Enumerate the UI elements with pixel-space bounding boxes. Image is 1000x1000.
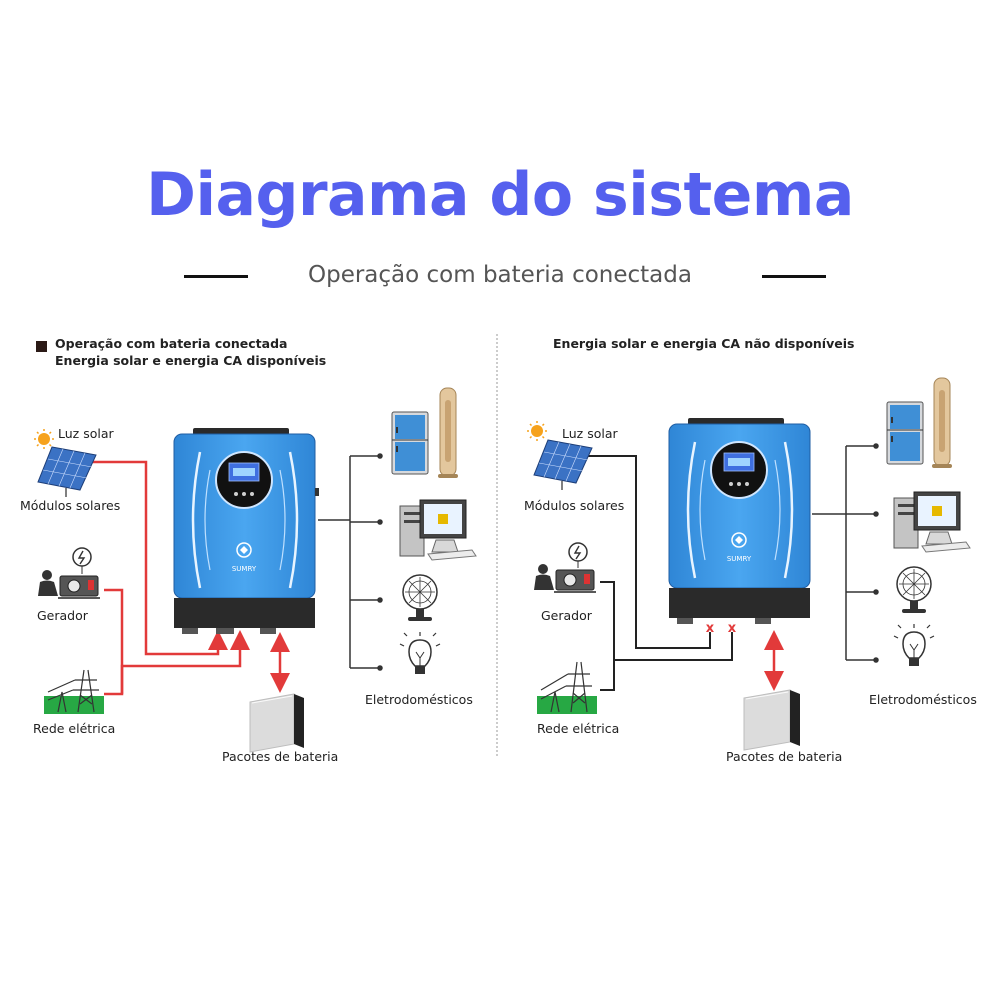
left-flow-grid xyxy=(104,630,250,696)
right-label-battery: Pacotes de bateria xyxy=(726,749,843,764)
refrigerator-icon xyxy=(391,411,429,475)
left-flow-solar xyxy=(92,460,228,656)
subtitle-rule-left xyxy=(184,275,248,278)
sun-icon xyxy=(34,429,54,449)
right-label-generator: Gerador xyxy=(541,608,592,623)
left-mode-line2: Energia solar e energia CA disponíveis xyxy=(55,353,327,368)
inverter-icon: SUMRY xyxy=(668,418,811,624)
right-panel: x x xyxy=(527,377,971,751)
right-mode-line1: Energia solar e energia CA não disponíve… xyxy=(553,336,855,351)
blocked-mark-grid: x xyxy=(728,621,737,636)
light-bulb-icon xyxy=(893,624,935,666)
computer-icon xyxy=(893,491,971,553)
right-label-solar-light: Luz solar xyxy=(562,426,618,441)
generator-icon xyxy=(534,542,596,593)
right-flow-generator xyxy=(600,581,615,690)
left-label-generator: Gerador xyxy=(37,608,88,623)
solar-panel-icon xyxy=(37,446,97,497)
left-label-solar-light: Luz solar xyxy=(58,426,114,441)
blocked-mark-solar: x xyxy=(706,621,715,636)
left-mode-line1: Operação com bateria conectada xyxy=(55,336,288,351)
left-flow-generator xyxy=(104,588,124,694)
right-flow-solar xyxy=(588,455,711,649)
refrigerator-icon xyxy=(886,401,924,465)
left-active-flows xyxy=(92,460,290,696)
right-label-solar-modules: Módulos solares xyxy=(524,498,625,513)
left-label-appliances: Eletrodomésticos xyxy=(365,692,473,707)
battery-pack-icon xyxy=(249,693,304,753)
left-label-battery: Pacotes de bateria xyxy=(222,749,339,764)
sun-icon xyxy=(527,421,547,441)
left-load-bus xyxy=(318,453,383,671)
page-title: Diagrama do sistema xyxy=(146,160,854,230)
right-label-appliances: Eletrodomésticos xyxy=(869,692,977,707)
power-tower-icon xyxy=(537,661,597,714)
right-flow-grid xyxy=(600,632,733,691)
solar-panel-icon xyxy=(533,439,593,490)
left-label-solar-modules: Módulos solares xyxy=(20,498,121,513)
subtitle-rule-right xyxy=(762,275,826,278)
desk-fan-icon xyxy=(896,566,932,613)
left-brand: SUMRY xyxy=(232,565,257,573)
generator-icon xyxy=(38,547,100,599)
tower-fan-icon xyxy=(438,387,458,478)
power-tower-icon xyxy=(44,669,104,714)
desk-fan-icon xyxy=(402,574,438,621)
right-label-grid: Rede elétrica xyxy=(537,721,620,736)
right-inactive-flows xyxy=(588,455,733,691)
left-label-grid: Rede elétrica xyxy=(33,721,116,736)
tower-fan-icon xyxy=(932,377,952,468)
right-load-bus xyxy=(812,443,879,663)
left-panel: SUMRY xyxy=(34,387,477,753)
light-bulb-icon xyxy=(399,632,441,674)
page-subtitle: Operação com bateria conectada xyxy=(308,262,692,288)
right-brand: SUMRY xyxy=(727,555,752,563)
battery-pack-icon xyxy=(743,689,800,751)
inverter-icon: SUMRY xyxy=(173,428,319,634)
legend-marker xyxy=(36,341,47,352)
computer-icon xyxy=(399,499,477,561)
